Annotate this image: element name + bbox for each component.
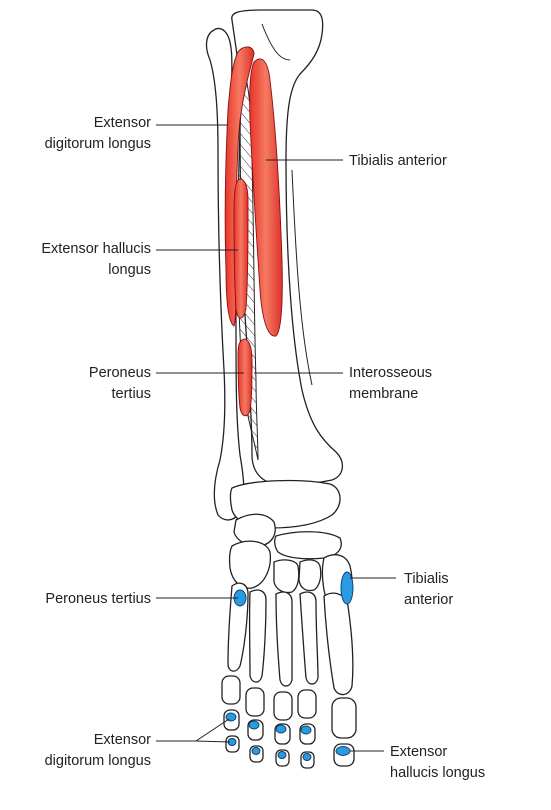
leader-edl-insertion-branch-bottom xyxy=(195,740,231,743)
proximal-phalanx-5 xyxy=(221,675,241,705)
label-peroneus-tertius-origin-line2: tertius xyxy=(112,386,152,402)
label-ehl-origin-line2: longus xyxy=(108,262,151,278)
label-ehl-insertion-line1: Extensor xyxy=(390,744,447,760)
edl-insertion-marker xyxy=(248,720,260,730)
label-edl-insertion-line1: Extensor xyxy=(94,732,151,748)
ehl-insertion-marker xyxy=(335,746,351,756)
extensor-hallucis-longus-origin xyxy=(233,178,249,319)
leader-lines xyxy=(156,124,396,752)
metatarsal-1 xyxy=(323,592,354,696)
label-tibialis-anterior-insertion-line1: Tibialis xyxy=(404,571,449,587)
foot-bones xyxy=(221,479,357,769)
cuneiform-lateral xyxy=(273,559,300,594)
label-ehl-origin-line1: Extensor hallucis xyxy=(41,241,151,257)
proximal-phalanx-1 xyxy=(331,697,357,739)
metatarsal-3 xyxy=(275,591,293,687)
label-edl-insertion-line2: digitorum longus xyxy=(45,753,151,769)
label-edl-origin-line1: Extensor xyxy=(94,115,151,131)
label-peroneus-tertius-origin-line1: Peroneus xyxy=(89,365,151,381)
metatarsal-4 xyxy=(248,589,267,683)
edl-insertion-marker xyxy=(277,751,287,759)
edl-insertion-marker xyxy=(251,747,261,755)
label-ehl-insertion-line2: hallucis longus xyxy=(390,765,485,781)
leader-edl-insertion-branch-top xyxy=(195,718,230,742)
label-tibialis-anterior-origin: Tibialis anterior xyxy=(349,153,447,169)
label-edl-origin-line2: digitorum longus xyxy=(45,136,151,152)
label-tibialis-anterior-insertion-line2: anterior xyxy=(404,592,453,608)
labels: Extensor digitorum longus Tibialis anter… xyxy=(41,115,485,781)
calcaneus xyxy=(233,513,276,547)
cuneiform-intermediate xyxy=(298,559,322,592)
tibialis-anterior-origin xyxy=(249,58,283,337)
edl-insertion-marker xyxy=(302,753,312,761)
label-peroneus-tertius-insertion: Peroneus tertius xyxy=(45,591,151,607)
proximal-phalanx-2 xyxy=(297,689,317,719)
proximal-phalanx-3 xyxy=(273,691,293,721)
muscle-origins xyxy=(224,46,283,417)
proximal-phalanx-4 xyxy=(245,687,265,717)
metatarsal-2 xyxy=(299,591,319,685)
peroneus-tertius-origin xyxy=(237,338,253,417)
edl-insertion-marker xyxy=(300,725,312,735)
tibialis-anterior-insertion-marker xyxy=(340,571,354,605)
label-interosseous-line2: membrane xyxy=(349,386,418,402)
edl-insertion-marker xyxy=(275,724,287,734)
tendon-insertions xyxy=(225,571,354,761)
label-interosseous-line1: Interosseous xyxy=(349,365,432,381)
cuboid xyxy=(228,540,272,589)
